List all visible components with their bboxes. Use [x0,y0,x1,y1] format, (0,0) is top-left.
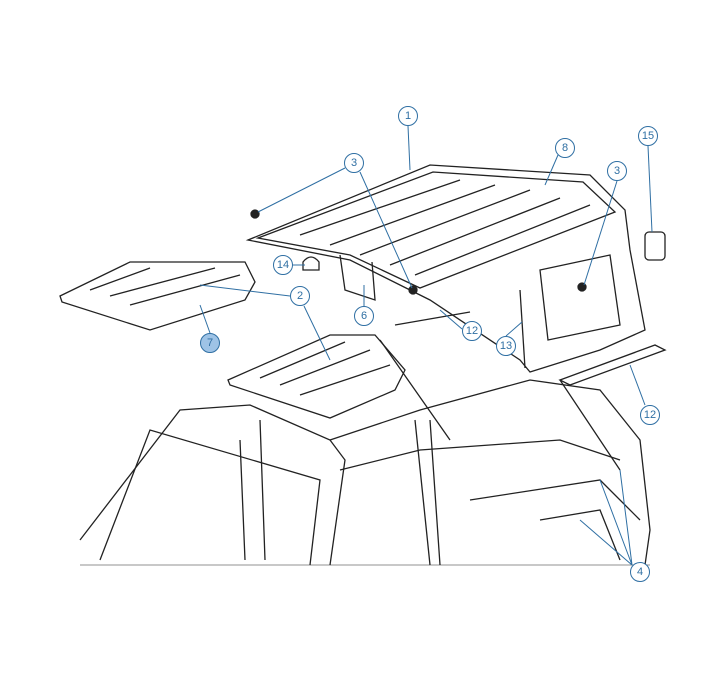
callout-14[interactable]: 14 [273,255,293,275]
callout-8[interactable]: 8 [555,138,575,158]
vehicle-body [79,339,651,566]
callout-7-highlighted[interactable]: 7 [200,333,220,353]
callout-3-left[interactable]: 3 [344,153,364,173]
callout-4[interactable]: 4 [630,562,650,582]
callout-3-right[interactable]: 3 [607,161,627,181]
callout-1[interactable]: 1 [398,106,418,126]
hardtop-roof [245,164,646,373]
callout-12-lower[interactable]: 12 [640,405,660,425]
callout-13[interactable]: 13 [496,336,516,356]
callout-12-upper[interactable]: 12 [462,321,482,341]
small-parts [250,209,667,386]
front-roof-panel-left [59,261,256,331]
callout-2[interactable]: 2 [290,286,310,306]
callout-15[interactable]: 15 [638,126,658,146]
leader-lines [199,125,653,566]
callout-6[interactable]: 6 [354,306,374,326]
front-roof-panel-installed [227,334,406,419]
